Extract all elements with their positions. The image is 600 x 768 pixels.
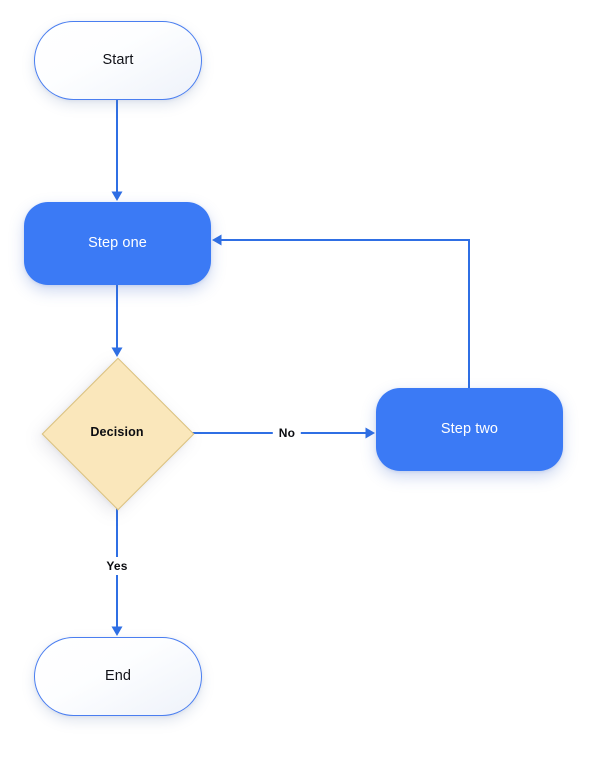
node-step-two[interactable]: Step two: [376, 388, 563, 471]
edge-label-no: No: [272, 424, 302, 442]
arrowhead-icon-decision-no-to-step-two: [365, 427, 375, 439]
edge-step-two-back-to-step-one: [217, 239, 470, 388]
node-end-label: End: [104, 668, 132, 685]
node-start[interactable]: Start: [34, 21, 202, 100]
node-step-one[interactable]: Step one: [24, 202, 211, 285]
arrowhead-icon-decision-yes-to-end: [111, 626, 123, 636]
node-step-two-label: Step two: [440, 421, 499, 438]
node-start-label: Start: [102, 52, 134, 69]
arrowhead-icon-start-to-step-one: [111, 191, 123, 201]
node-decision[interactable]: Decision: [41, 357, 195, 511]
node-decision-label: Decision: [90, 425, 144, 440]
arrowhead-icon-step-one-to-decision: [111, 347, 123, 357]
edge-label-yes: Yes: [100, 557, 134, 575]
node-end[interactable]: End: [34, 637, 202, 716]
node-step-one-label: Step one: [88, 235, 147, 252]
arrowhead-icon-step-two-back-to-step-one: [212, 234, 222, 246]
